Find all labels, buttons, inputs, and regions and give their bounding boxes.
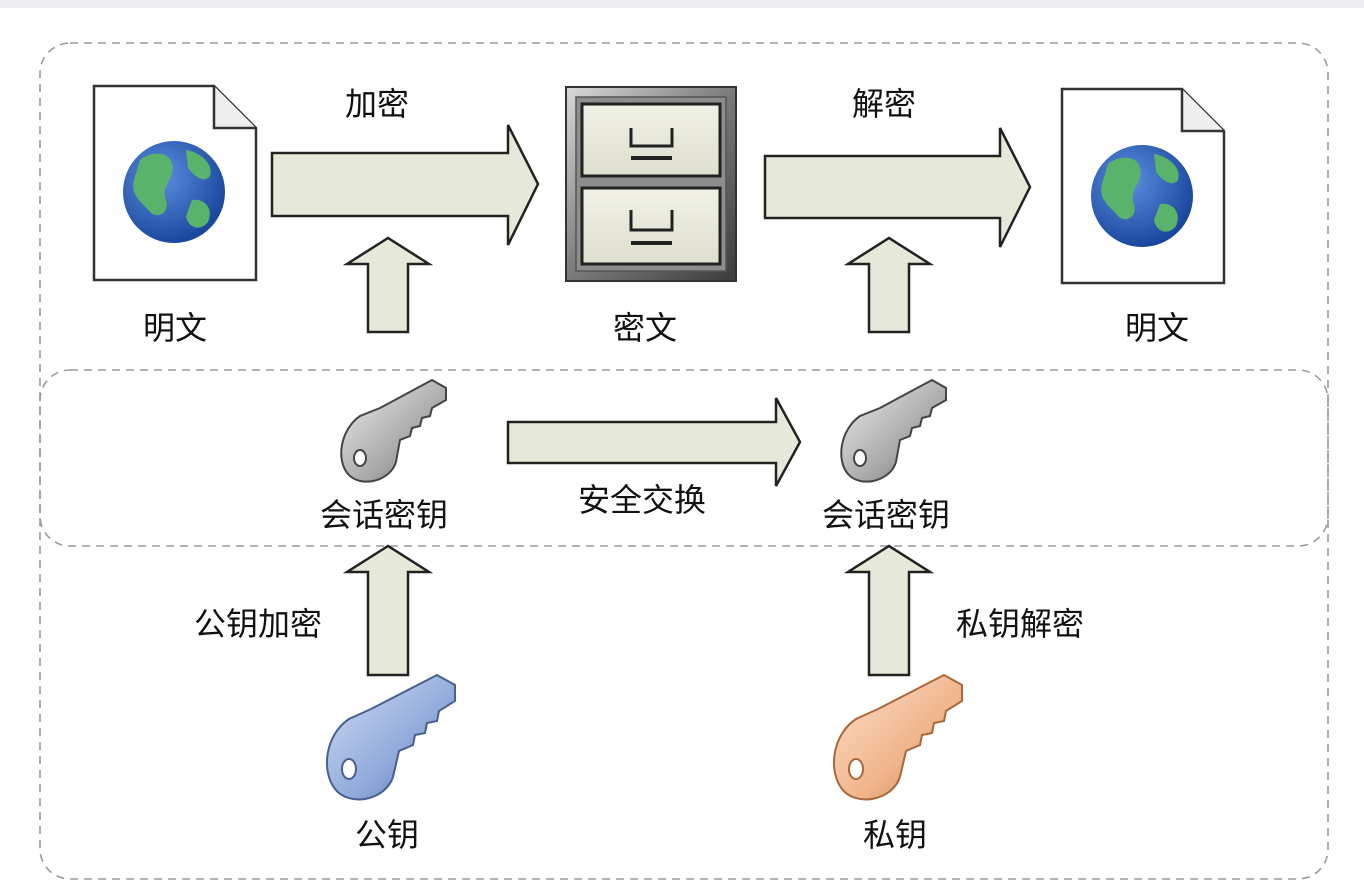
up-arrow-private-key	[843, 544, 935, 677]
up-arrow-decrypt	[843, 236, 935, 334]
encrypt-label: 加密	[345, 85, 410, 123]
secure-exchange-arrow	[506, 397, 802, 487]
document-globe-icon	[1060, 87, 1226, 285]
key-icon	[340, 378, 447, 483]
plaintext-right-label: 明文	[1125, 309, 1190, 347]
up-arrow-public-key	[342, 544, 434, 677]
key-icon	[325, 673, 456, 801]
up-arrow-encrypt	[342, 236, 434, 334]
key-icon	[832, 673, 963, 801]
private-key-decrypt-label: 私钥解密	[956, 605, 1085, 643]
plaintext-left-label: 明文	[143, 309, 208, 347]
session-key-left-label: 会话密钥	[320, 496, 449, 534]
public-key-label: 公钥	[355, 816, 420, 854]
session-key-right-label: 会话密钥	[822, 496, 951, 534]
private-key-label: 私钥	[863, 816, 928, 854]
decrypt-label: 解密	[852, 85, 917, 123]
public-key-encrypt-label: 公钥加密	[194, 605, 323, 643]
encrypt-arrow	[270, 124, 540, 246]
secure-exchange-label: 安全交换	[578, 481, 707, 519]
decrypt-arrow	[763, 127, 1032, 248]
cabinet-icon	[565, 86, 737, 282]
session-key-dashed-frame	[39, 369, 1329, 547]
document-globe-icon	[92, 84, 258, 282]
key-icon	[840, 378, 947, 483]
top-edge	[0, 0, 1364, 8]
ciphertext-label: 密文	[613, 309, 678, 347]
